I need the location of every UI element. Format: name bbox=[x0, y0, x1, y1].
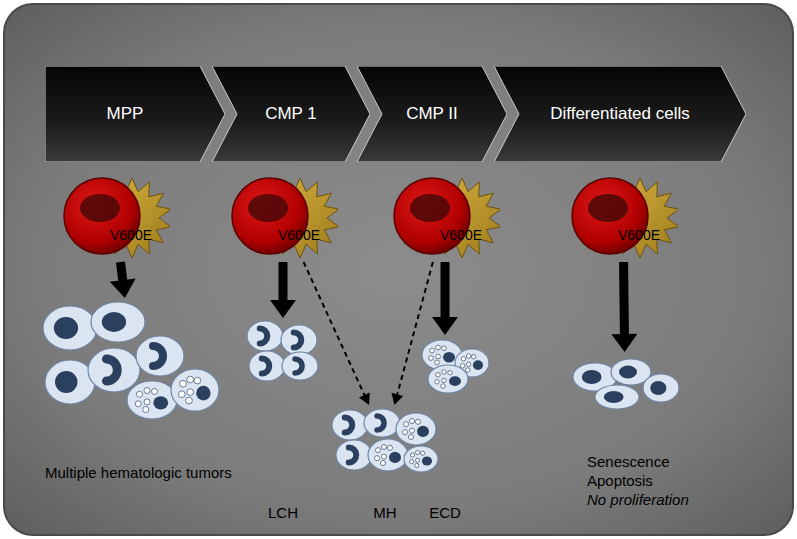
arrow-head bbox=[611, 334, 637, 352]
arrow-shaft bbox=[279, 262, 288, 302]
block-arrow bbox=[611, 262, 637, 352]
tumor-cluster: SenescenceApoptosisNo proliferation bbox=[565, 352, 685, 509]
outcome-label: Apoptosis bbox=[565, 471, 737, 490]
arrow-shaft bbox=[120, 262, 122, 282]
arrow-shaft bbox=[397, 262, 433, 395]
cell-cluster bbox=[243, 318, 323, 383]
arrow-head bbox=[432, 317, 458, 335]
outcome-label: Senescence bbox=[565, 452, 737, 471]
arrow-head bbox=[359, 393, 370, 405]
cell-cluster bbox=[330, 405, 440, 475]
cell-cluster bbox=[40, 298, 225, 423]
block-arrow bbox=[432, 262, 458, 335]
stage-chevron: CMP 1 bbox=[212, 66, 370, 162]
arrow-head bbox=[391, 393, 403, 405]
braf-cell: V600E bbox=[60, 172, 170, 262]
outcome-label: LCH bbox=[228, 503, 338, 522]
tumor-cluster: Multiple hematologic tumors bbox=[40, 298, 225, 482]
block-arrow bbox=[110, 262, 136, 298]
stage-label: MPP bbox=[45, 104, 225, 124]
block-arrow bbox=[270, 262, 296, 318]
braf-cell: V600E bbox=[228, 172, 338, 262]
outcome-label: Multiple hematologic tumors bbox=[40, 463, 260, 482]
mutated-cell bbox=[228, 172, 338, 262]
arrow-shaft bbox=[619, 262, 629, 336]
mutation-label: V600E bbox=[618, 227, 660, 243]
outcome-label: ECD bbox=[385, 503, 505, 522]
stage-label: CMP II bbox=[357, 104, 507, 124]
mutation-label: V600E bbox=[278, 227, 320, 243]
cell-cluster bbox=[400, 335, 490, 395]
arrow-head bbox=[270, 300, 296, 318]
mutated-cell bbox=[390, 172, 500, 262]
arrow-shaft bbox=[441, 262, 450, 319]
stage-chevron: MPP bbox=[45, 66, 225, 162]
cell-cluster bbox=[565, 352, 685, 412]
mutation-label: V600E bbox=[110, 227, 152, 243]
mutation-label: V600E bbox=[440, 227, 482, 243]
tumor-cluster: ECD bbox=[400, 335, 490, 522]
tumor-cluster: MH bbox=[330, 405, 440, 522]
outcome-label: No proliferation bbox=[565, 490, 737, 509]
mutated-cell bbox=[568, 172, 678, 262]
stage-label: Differentiated cells bbox=[494, 104, 746, 124]
stage-label: CMP 1 bbox=[212, 104, 370, 124]
tumor-cluster: LCH bbox=[243, 318, 323, 522]
dashed-arrow bbox=[391, 262, 432, 405]
stage-chevron: CMP II bbox=[357, 66, 507, 162]
braf-cell: V600E bbox=[390, 172, 500, 262]
braf-cell: V600E bbox=[568, 172, 678, 262]
arrow-head bbox=[110, 279, 136, 298]
mutated-cell bbox=[60, 172, 170, 262]
stage-chevron: Differentiated cells bbox=[494, 66, 746, 162]
